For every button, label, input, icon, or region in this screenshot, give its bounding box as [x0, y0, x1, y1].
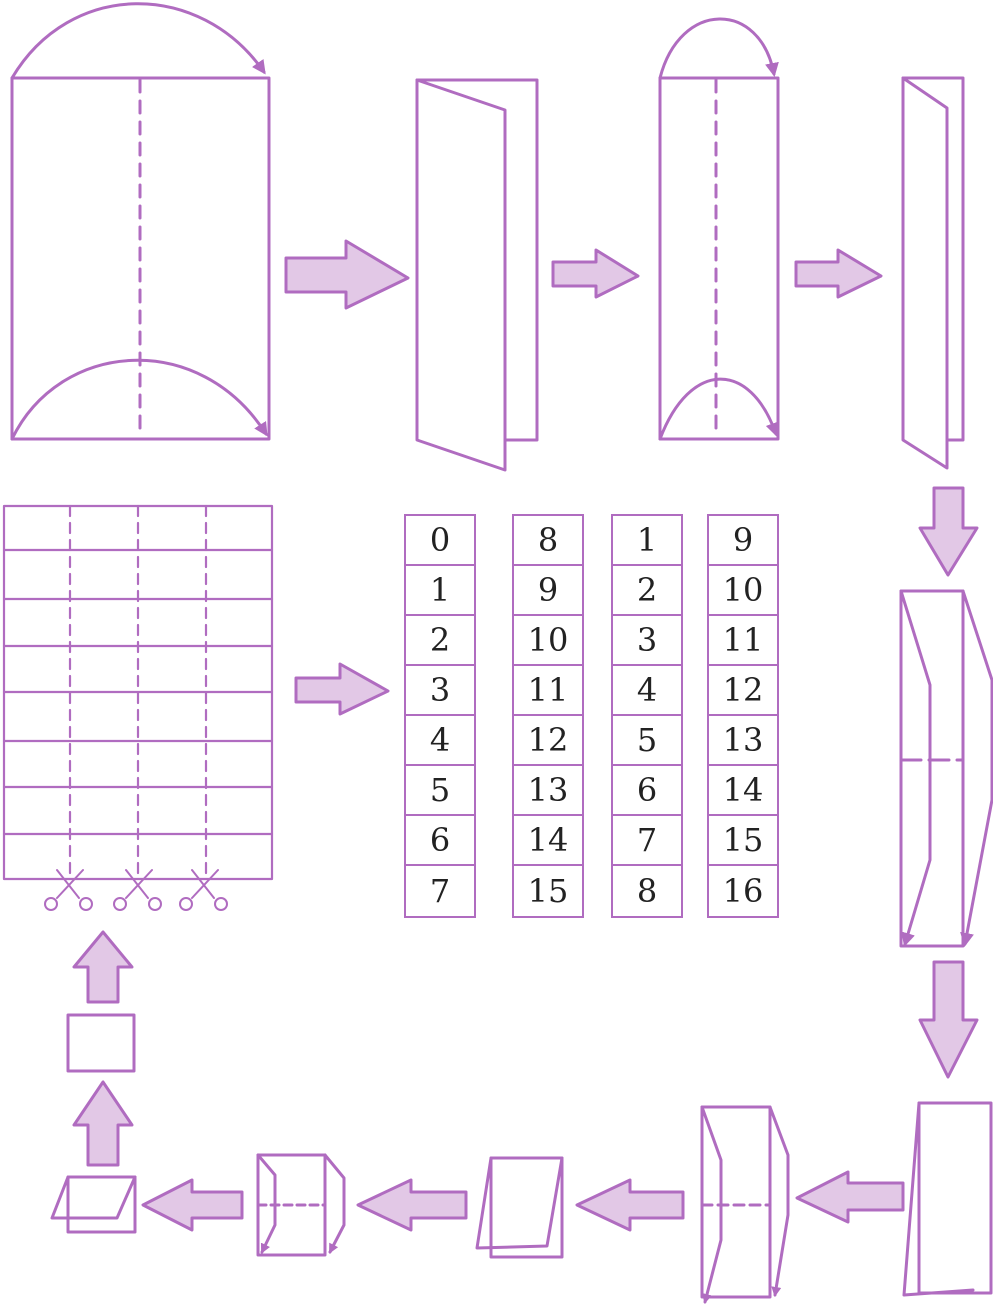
number-cell: 6	[613, 766, 681, 816]
number-cell: 11	[514, 666, 582, 716]
number-cell: 4	[613, 666, 681, 716]
step-4-folded	[901, 76, 965, 470]
number-cell: 12	[709, 666, 777, 716]
number-cell: 3	[613, 616, 681, 666]
number-cell: 10	[709, 566, 777, 616]
step-8-folded	[475, 1156, 564, 1259]
scissors-icon	[113, 869, 162, 911]
step-6-folded	[902, 1101, 993, 1297]
step-arrow-8	[356, 1178, 468, 1232]
number-cell: 14	[709, 766, 777, 816]
step-12-grid-sheet	[2, 504, 274, 881]
number-column-4: 9 10 11 12 13 14 15 16	[707, 514, 779, 918]
number-cell: 8	[636, 872, 658, 910]
scissors-icon	[179, 869, 228, 911]
number-cell: 12	[514, 716, 582, 766]
number-cell: 15	[527, 872, 569, 910]
number-cell: 14	[514, 816, 582, 866]
step-11-square	[66, 1013, 136, 1073]
step-arrow-5	[918, 960, 979, 1079]
number-cell: 6	[406, 816, 474, 866]
step-arrow-12	[294, 662, 390, 716]
step-2-folded	[415, 78, 539, 472]
step-arrow-2	[551, 248, 640, 299]
number-cell: 13	[514, 766, 582, 816]
number-column-2: 8 9 10 11 12 13 14 15	[512, 514, 584, 918]
number-cell: 1	[613, 516, 681, 566]
step-3-sheet	[658, 17, 780, 441]
number-cell: 2	[613, 566, 681, 616]
number-cell: 1	[406, 566, 474, 616]
step-7-folded	[700, 1105, 790, 1304]
step-arrow-11	[72, 930, 134, 1004]
step-arrow-9	[141, 1178, 244, 1232]
number-cell: 2	[406, 616, 474, 666]
step-5-folded	[899, 589, 993, 948]
step-arrow-10	[72, 1080, 134, 1167]
number-cell: 13	[709, 716, 777, 766]
step-arrow-1	[284, 239, 410, 310]
number-cell: 7	[613, 816, 681, 866]
number-cell: 16	[722, 872, 764, 910]
number-cell: 4	[406, 716, 474, 766]
step-arrow-4	[918, 486, 979, 577]
scissors-icon	[44, 869, 93, 911]
number-column-1: 0 1 2 3 4 5 6 7	[404, 514, 476, 918]
number-cell: 5	[613, 716, 681, 766]
number-cell: 5	[406, 766, 474, 816]
number-cell: 9	[514, 566, 582, 616]
step-10-folded	[50, 1175, 137, 1234]
step-9-folded	[256, 1153, 346, 1257]
number-cell: 7	[429, 872, 451, 910]
number-cell: 3	[406, 666, 474, 716]
number-cell: 9	[709, 516, 777, 566]
number-cell: 11	[709, 616, 777, 666]
step-arrow-3	[794, 248, 883, 299]
step-arrow-6	[795, 1170, 905, 1224]
step-1-sheet	[10, 2, 271, 441]
number-cell: 10	[514, 616, 582, 666]
number-cell: 0	[406, 516, 474, 566]
number-cell: 8	[514, 516, 582, 566]
step-arrow-7	[575, 1178, 685, 1232]
number-cell: 15	[709, 816, 777, 866]
number-column-3: 1 2 3 4 5 6 7 8	[611, 514, 683, 918]
